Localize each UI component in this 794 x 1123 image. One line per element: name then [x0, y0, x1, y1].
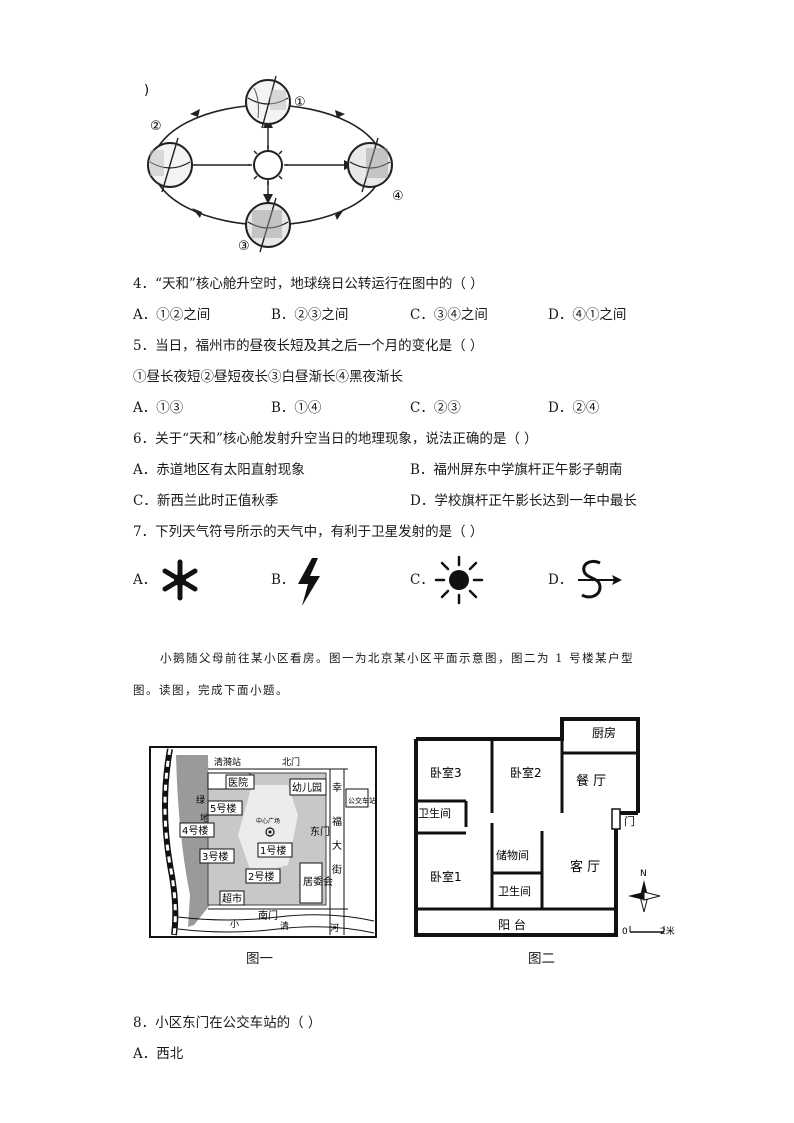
intro-line-2: 图。读图，完成下面小题。 — [133, 683, 289, 697]
floor-plan: 厨房 卧室3 卧室2 餐 厅 卫生间 门 储物间 客 厅 卧室1 卫生间 阳 台 — [414, 717, 640, 937]
label-4: ④ — [392, 189, 404, 204]
q7-option-b[interactable]: B． — [271, 572, 295, 588]
svg-text:卫生间: 卫生间 — [498, 884, 531, 898]
q5-option-c[interactable]: C．②③ — [410, 400, 461, 416]
svg-text:0: 0 — [622, 927, 628, 937]
svg-text:4号楼: 4号楼 — [182, 824, 208, 837]
svg-text:2米: 2米 — [660, 925, 675, 937]
q5-option-a[interactable]: A．①③ — [133, 400, 184, 416]
q4-option-a[interactable]: A．①②之间 — [133, 307, 211, 323]
q5-statements: ①昼长夜短②昼短夜长③白昼渐长④黑夜渐长 — [133, 369, 403, 385]
q7-option-d[interactable]: D． — [548, 572, 573, 588]
q8-stem: 8．小区东门在公交车站的（ ） — [133, 1015, 322, 1031]
earth-bottom-icon — [245, 197, 291, 253]
svg-text:医院: 医院 — [228, 776, 248, 789]
svg-text:客 厅: 客 厅 — [570, 859, 600, 875]
svg-text:中心广场: 中心广场 — [256, 817, 280, 825]
svg-text:居委会: 居委会 — [303, 875, 333, 888]
orbit-diagram: ) ① ② ③ ④ — [144, 75, 404, 254]
svg-text:储物间: 储物间 — [496, 848, 529, 862]
q5-option-d[interactable]: D．②④ — [548, 400, 600, 416]
sleet-symbol-icon — [162, 559, 198, 601]
svg-text:大: 大 — [332, 839, 342, 852]
svg-text:公交车站: 公交车站 — [348, 796, 376, 805]
svg-text:门: 门 — [624, 814, 635, 828]
svg-text:绿: 绿 — [196, 794, 205, 806]
q6-option-a[interactable]: A．赤道地区有太阳直射现象 — [133, 462, 305, 478]
svg-text:清: 清 — [280, 920, 289, 932]
q8-option-a[interactable]: A．西北 — [133, 1046, 184, 1062]
thunder-symbol-icon — [298, 558, 320, 606]
svg-text:卫生间: 卫生间 — [418, 806, 451, 820]
q7-option-c[interactable]: C． — [410, 572, 434, 588]
svg-text:餐 厅: 餐 厅 — [576, 773, 606, 789]
intro-line-1: 小鹅随父母前往某小区看房。图一为北京某小区平面示意图，图二为 1 号楼某户型 — [160, 651, 635, 665]
q6-stem: 6．关于“天和”核心舱发射升空当日的地理现象，说法正确的是（ ） — [133, 431, 538, 447]
svg-text:小: 小 — [230, 919, 239, 930]
q6-option-d[interactable]: D．学校旗杆正午影长达到一年中最长 — [410, 493, 637, 509]
north-arrow-icon: N — [628, 869, 661, 913]
community-map: 清漪站 北门 医院 幼儿园 幸 绿 地 5号楼 4号楼 3号楼 1号楼 2号楼 … — [149, 746, 377, 938]
svg-text:卧室2: 卧室2 — [510, 765, 542, 780]
svg-text:南门: 南门 — [258, 909, 278, 922]
svg-text:街: 街 — [332, 863, 342, 876]
q7-option-a[interactable]: A． — [133, 572, 157, 588]
svg-text:2号楼: 2号楼 — [248, 870, 274, 883]
earth-top-icon — [245, 75, 291, 129]
svg-text:卧室1: 卧室1 — [430, 869, 462, 884]
q4-option-b[interactable]: B．②③之间 — [271, 307, 349, 323]
svg-text:卧室3: 卧室3 — [430, 765, 462, 780]
figure-2-caption: 图二 — [528, 951, 555, 967]
q5-option-b[interactable]: B．①④ — [271, 400, 322, 416]
label-2: ② — [150, 119, 162, 134]
label-1: ① — [294, 95, 306, 110]
q4-option-c[interactable]: C．③④之间 — [410, 307, 488, 323]
svg-text:N: N — [640, 869, 647, 879]
earth-right-icon — [347, 137, 393, 193]
q5-stem: 5．当日，福州市的昼夜长短及其之后一个月的变化是（ ） — [133, 338, 484, 354]
svg-text:福: 福 — [332, 815, 342, 828]
svg-text:北门: 北门 — [282, 756, 300, 768]
label-3: ③ — [238, 239, 250, 254]
sandstorm-symbol-icon — [578, 559, 622, 599]
svg-text:河: 河 — [330, 922, 339, 934]
scale-bar: 0 2米 — [622, 925, 675, 937]
svg-text:幼儿园: 幼儿园 — [292, 781, 322, 794]
q4-option-d[interactable]: D．④①之间 — [548, 307, 627, 323]
figure-1-caption: 图一 — [246, 951, 273, 967]
svg-text:东门: 东门 — [310, 825, 330, 838]
svg-text:3号楼: 3号楼 — [202, 850, 228, 863]
svg-text:阳 台: 阳 台 — [498, 917, 526, 932]
sunny-symbol-icon — [434, 555, 484, 605]
svg-text:5号楼: 5号楼 — [210, 802, 236, 815]
earth-left-icon — [147, 137, 193, 193]
q6-option-c[interactable]: C．新西兰此时正值秋季 — [133, 493, 279, 509]
q6-option-b[interactable]: B．福州屏东中学旗杆正午影子朝南 — [410, 462, 623, 478]
q4-stem: 4．“天和”核心舱升空时，地球绕日公转运行在图中的（ ） — [133, 276, 484, 292]
svg-text:地: 地 — [200, 812, 209, 824]
svg-text:清漪站: 清漪站 — [214, 756, 241, 768]
q7-stem: 7．下列天气符号所示的天气中，有利于卫星发射的是（ ） — [133, 524, 484, 540]
svg-text:厨房: 厨房 — [592, 725, 616, 740]
svg-text:超市: 超市 — [222, 892, 242, 905]
svg-text:1号楼: 1号楼 — [260, 844, 286, 857]
stray-mark: ) — [144, 83, 149, 98]
svg-text:幸: 幸 — [332, 782, 342, 794]
sun-icon — [248, 145, 288, 185]
